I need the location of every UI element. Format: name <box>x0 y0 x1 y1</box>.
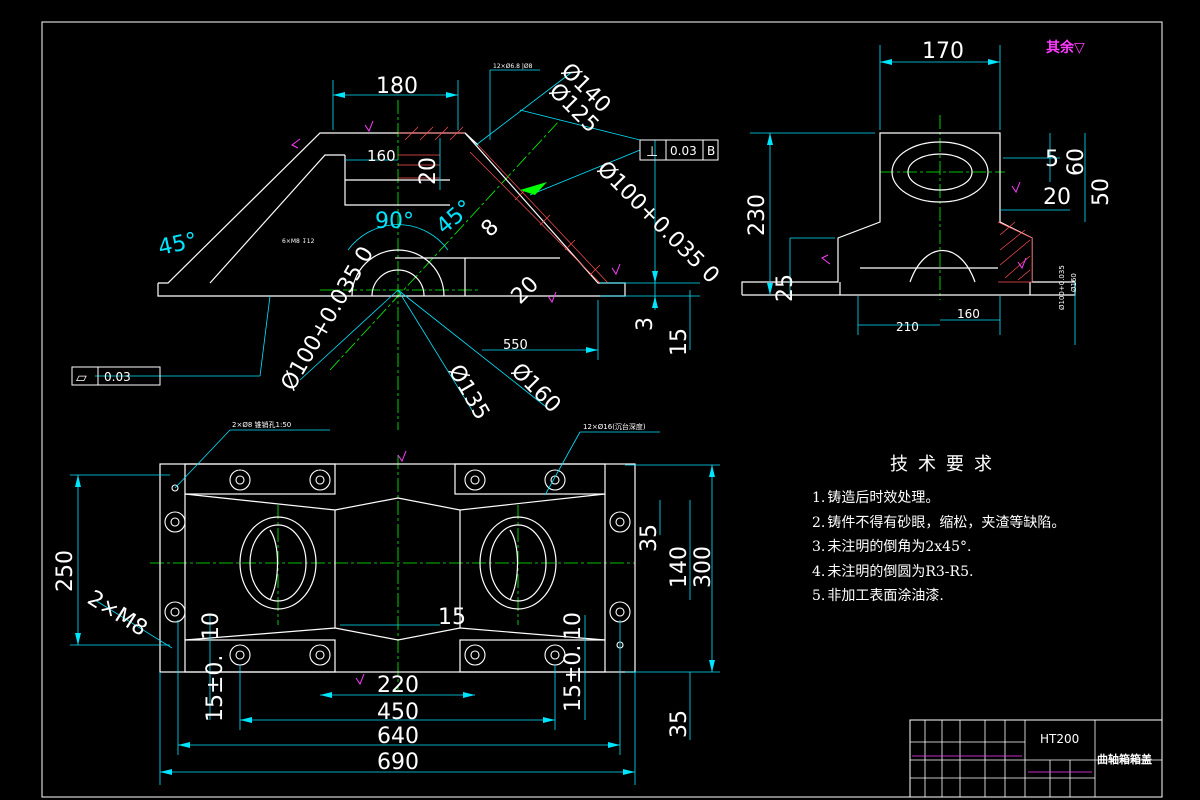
side-view: 170 230 25 5 60 20 50 210 160 Ø160 Ø100+… <box>741 39 1114 345</box>
dim-top-width: 180 <box>376 74 418 99</box>
front-view: ⊥ 0.03 B ▱ 0.03 180 160 20 550 3 15 8 20… <box>71 59 724 430</box>
tech-list: 1.铸造后时效处理。 2.铸件不得有砂眼，缩松，夹渣等缺陷。 3.未注明的倒角为… <box>812 486 1172 609</box>
top-dim-140: 140 <box>667 546 692 588</box>
side-dim-210: 210 <box>896 320 919 334</box>
tech-item-num: 4. <box>812 563 826 580</box>
side-dim-dia160: Ø160 <box>1070 273 1078 292</box>
roughness-note: 其余▽ <box>1046 39 1085 56</box>
top-dim-640: 640 <box>377 724 419 749</box>
dim-top-thickness: 20 <box>416 157 441 185</box>
tech-item-text: 铸件不得有砂眼，缩松，夹渣等缺陷。 <box>827 514 1066 531</box>
sheet-border <box>41 21 1163 798</box>
dim-dia-160: Ø160 <box>506 359 566 419</box>
side-dim-170: 170 <box>922 39 964 64</box>
technical-requirements: 技术要求 1.铸造后时效处理。 2.铸件不得有砂眼，缩松，夹渣等缺陷。 3.未注… <box>812 450 1172 609</box>
side-dim-5: 5 <box>1045 147 1059 172</box>
top-dim-m8: 2×M8 <box>83 586 152 642</box>
tech-item-num: 3. <box>812 539 826 555</box>
tech-item-text: 未注明的倒角为2x45°. <box>827 539 972 555</box>
dim-dia-100-right: Ø100+0.035 0 <box>592 157 724 289</box>
top-dim-15-center: 15 <box>438 605 466 630</box>
perp-value: 0.03 <box>670 144 697 158</box>
side-dim-dia100: Ø100+0.035 <box>1058 265 1066 310</box>
dim-right-3: 3 <box>633 317 658 331</box>
top-dim-15-left: 15±0. <box>203 655 228 722</box>
side-dim-160: 160 <box>957 307 980 321</box>
tech-item-num: 1. <box>812 490 826 506</box>
title-block: HT200 曲轴箱箱盖 <box>909 719 1163 798</box>
callout-pin-holes: 2×Ø8 锥销孔1:50 <box>232 420 291 429</box>
top-dim-300: 300 <box>691 546 716 588</box>
tech-item: 1.铸造后时效处理。 <box>812 486 1172 511</box>
dim-half-length: 550 <box>503 338 528 353</box>
dim-dia-100-left: Ø100+0.035 0 <box>277 242 380 395</box>
top-dim-690: 690 <box>377 750 419 775</box>
perpendicularity-frame: ⊥ 0.03 B <box>639 139 719 161</box>
top-dim-220: 220 <box>377 673 419 698</box>
top-dim-35-bottom: 35 <box>667 710 692 738</box>
tech-item: 2.铸件不得有砂眼，缩松，夹渣等缺陷。 <box>812 511 1172 536</box>
tech-item: 4.未注明的倒圆为R3-R5. <box>812 560 1172 585</box>
dim-angle-left: 45° <box>156 228 199 261</box>
tech-title: 技术要求 <box>890 454 1002 475</box>
dim-angle-right: 45° <box>432 195 478 239</box>
title-part-name: 曲轴箱箱盖 <box>1097 752 1152 766</box>
dim-angle-90: 90° <box>375 209 414 234</box>
side-dim-20: 20 <box>1043 185 1071 210</box>
dim-inner-width: 160 <box>367 147 396 165</box>
top-dim-35-top: 35 <box>637 524 662 552</box>
tech-item: 3.未注明的倒角为2x45°. <box>812 535 1172 560</box>
dim-rib-8: 8 <box>477 215 505 243</box>
tech-item-text: 非加工表面涂油漆. <box>827 588 944 604</box>
side-dim-25: 25 <box>773 274 798 302</box>
flat-symbol: ▱ <box>76 370 87 386</box>
side-dim-230: 230 <box>745 194 770 236</box>
tech-item: 5.非加工表面涂油漆. <box>812 584 1172 609</box>
perp-datum: B <box>707 144 715 158</box>
top-view: 250 35 140 300 35 2×M8 15 10 10 15±0. 15… <box>53 420 720 785</box>
flat-value: 0.03 <box>104 370 131 384</box>
callout-bolt-holes: 12×Ø16(沉台深度) <box>583 422 646 431</box>
callout-top-holes: 12×Ø6.8 |Ø8 <box>493 63 533 70</box>
tech-item-num: 2. <box>812 514 826 531</box>
title-material: HT200 <box>1040 732 1079 746</box>
flatness-frame: ▱ 0.03 <box>71 366 161 386</box>
dim-right-15: 15 <box>667 328 692 356</box>
dim-dia-135: Ø135 <box>443 361 494 425</box>
tech-item-text: 未注明的倒圆为R3-R5. <box>827 563 974 580</box>
top-dim-450: 450 <box>377 700 419 725</box>
side-dim-60: 60 <box>1064 148 1089 176</box>
top-dim-10-left: 10 <box>199 612 224 640</box>
perp-symbol: ⊥ <box>646 144 658 160</box>
top-dim-15-right: 15±0. <box>561 645 586 712</box>
top-dim-250: 250 <box>53 550 78 592</box>
callout-bottom-holes: 6×M8 ↧12 <box>282 238 315 245</box>
dim-rib-20: 20 <box>507 272 544 309</box>
tech-item-text: 铸造后时效处理。 <box>827 490 940 506</box>
side-dim-50: 50 <box>1089 178 1114 206</box>
tech-item-num: 5. <box>812 588 826 604</box>
top-dim-10-right: 10 <box>561 612 586 640</box>
